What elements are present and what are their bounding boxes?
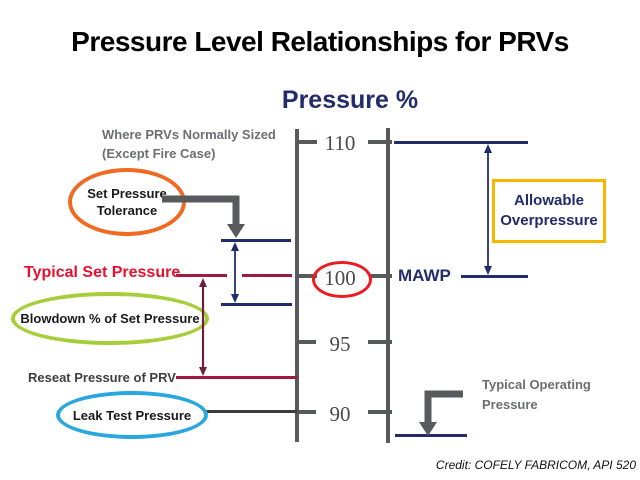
typical-set-pressure-label: Typical Set Pressure [24,264,181,281]
sizing-note-line1: Where PRVs Normally Sized [102,127,276,142]
tick-90-right [368,410,392,414]
line-tolerance-upper [221,239,291,242]
sizing-note: Where PRVs Normally Sized (Except Fire C… [102,125,276,163]
line-mawp-level [461,275,528,278]
axis-title: Pressure % [281,86,419,114]
overpressure-span-arrow [484,144,492,275]
line-reseat-pressure [176,376,297,379]
typical-operating-note: Typical Operating Pressure [482,375,591,415]
sizing-note-line2: (Except Fire Case) [102,146,216,161]
operating-pressure-pointer-arrow [419,390,463,436]
set-pressure-tolerance-line1: Set Pressure [87,186,167,201]
tick-110-right [368,140,392,144]
line-operating-level [395,434,467,437]
tick-label-110: 110 [324,131,356,155]
axis-rail-left [295,129,299,442]
leak-test-ellipse: Leak Test Pressure [56,391,208,439]
blowdown-ellipse: Blowdown % of Set Pressure [11,292,209,345]
credit-text: Credit: COFELY FABRICOM, API 520 [435,458,636,472]
mawp-label: MAWP [398,266,451,285]
line-set-pressure-a [176,274,227,277]
typical-operating-line1: Typical Operating [482,377,591,392]
hundred-highlight-ellipse [312,261,372,298]
tick-100-right [371,274,392,278]
reseat-pressure-label: Reseat Pressure of PRV [28,370,176,385]
line-110-level [394,141,528,144]
line-leak-test [205,410,297,413]
axis-rail-right [386,128,390,443]
allowable-overpressure-box: Allowable Overpressure [492,179,606,243]
tick-95-right [368,340,392,344]
leak-test-label: Leak Test Pressure [72,407,192,423]
tick-90-left [295,410,316,414]
tick-label-90: 90 [329,402,351,426]
allowable-overpressure-line2: Overpressure [500,212,598,229]
set-pressure-tolerance-line2: Tolerance [96,203,158,218]
set-pressure-tolerance-ellipse: Set Pressure Tolerance [68,168,186,236]
allowable-overpressure-line1: Allowable [513,192,584,209]
line-tolerance-lower [221,303,292,306]
tick-95-left [295,340,316,344]
tolerance-span-arrow [231,242,239,303]
page-title: Pressure Level Relationships for PRVs [71,26,569,57]
tick-110-left [295,140,317,144]
blowdown-label: Blowdown % of Set Pressure [20,311,200,326]
tick-100-left [295,274,317,278]
tick-label-95: 95 [329,332,351,356]
line-set-pressure-b [242,274,292,277]
typical-operating-line2: Pressure [482,397,538,412]
